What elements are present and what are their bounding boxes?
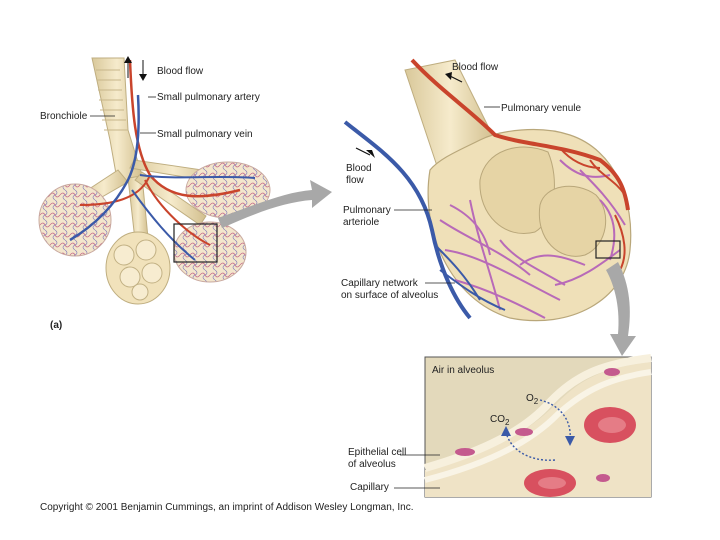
label-capillary: Capillary bbox=[350, 482, 389, 493]
label-capillary-network-1: Capillary network bbox=[341, 278, 418, 289]
label-epithelial-cell-1: Epithelial cell bbox=[348, 447, 407, 458]
label-bronchiole: Bronchiole bbox=[40, 111, 88, 122]
alveolar-sac-cutaway bbox=[105, 231, 171, 305]
label-epithelial-cell-2: of alveolus bbox=[348, 459, 396, 470]
label-o2: O2 bbox=[526, 393, 539, 406]
zoom-box-a bbox=[173, 223, 218, 263]
copyright-text: Copyright © 2001 Benjamin Cummings, an i… bbox=[40, 502, 414, 513]
panel-a-bronchiole-illustration bbox=[38, 56, 271, 305]
label-blood-flow-left-1: Blood bbox=[346, 163, 372, 174]
label-co2: CO2 bbox=[490, 414, 510, 427]
label-pulmonary-arteriole-1: Pulmonary bbox=[343, 205, 391, 216]
label-blood-flow-b: Blood flow bbox=[452, 62, 499, 73]
panel-c-gas-exchange-detail bbox=[394, 354, 652, 498]
zoom-arrow-b-to-c bbox=[606, 262, 636, 356]
zoom-arrow-a-to-b bbox=[218, 180, 332, 228]
label-blood-flow-left-2: flow bbox=[346, 175, 364, 186]
label-pulmonary-arteriole-2: arteriole bbox=[343, 217, 380, 228]
zoom-box-b bbox=[595, 240, 621, 259]
label-pulmonary-venule: Pulmonary venule bbox=[501, 103, 582, 114]
label-air-in-alveolus: Air in alveolus bbox=[432, 365, 495, 376]
panel-b-alveolus-illustration bbox=[343, 58, 632, 322]
label-small-pulmonary-vein: Small pulmonary vein bbox=[157, 129, 253, 140]
label-small-pulmonary-artery: Small pulmonary artery bbox=[157, 92, 260, 103]
panel-a-label: (a) bbox=[50, 320, 63, 331]
label-capillary-network-2: on surface of alveolus bbox=[341, 290, 439, 301]
label-blood-flow-a: Blood flow bbox=[157, 66, 204, 77]
